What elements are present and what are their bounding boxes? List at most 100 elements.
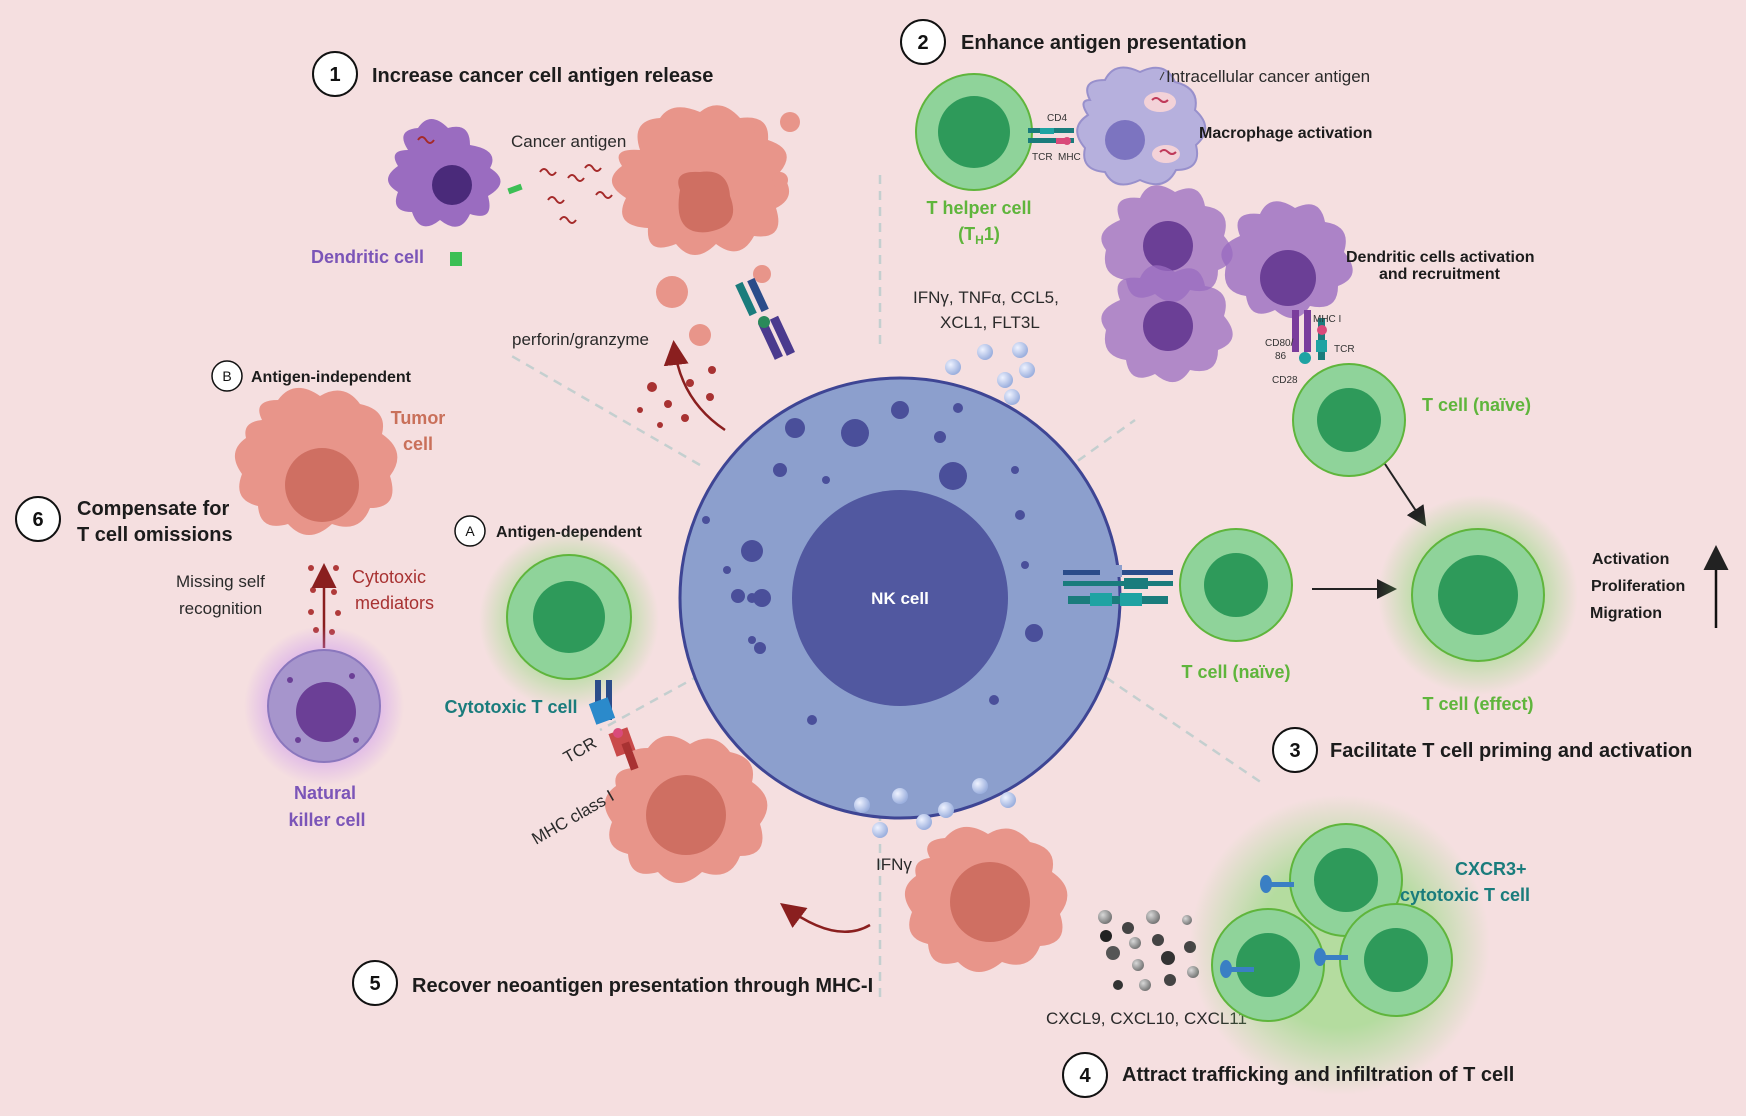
step-2-number: 2 — [917, 32, 928, 54]
dc-activation-line-1: Dendritic cells activation — [1346, 249, 1535, 266]
nk-cell: NK cell — [678, 376, 1122, 820]
sub-b-badge — [211, 360, 243, 392]
step-4-label: Attract trafficking and infiltration of … — [1122, 1064, 1514, 1086]
cd4-label: CD4 — [1047, 113, 1067, 124]
dendritic-cell-small: Dendritic cell — [311, 119, 523, 267]
dendritic-cells-cluster — [1101, 185, 1353, 383]
step-5-badge — [352, 960, 398, 1006]
cd4-tcr-mhc-ii-complex — [1028, 128, 1074, 145]
cxcl-label: CXCL9, CXCL10, CXCL11 — [1046, 1009, 1247, 1028]
nk-receptor-right — [1063, 565, 1173, 606]
intracellular-pointer — [1159, 71, 1165, 81]
chemokine-balls — [1098, 910, 1199, 991]
step-1-number: 1 — [329, 64, 340, 86]
cytokine-balls-top — [945, 342, 1035, 405]
cxcr3-t-cells — [1190, 795, 1490, 1095]
step-6-number: 6 — [32, 509, 43, 531]
dendritic-cell-label: Dendritic cell — [311, 247, 424, 267]
tcr-mhc-i-complex — [588, 680, 639, 771]
step-3-badge — [1272, 727, 1318, 773]
step-4-number: 4 — [1079, 1065, 1091, 1087]
dc-activation-line-2: and recruitment — [1379, 266, 1501, 283]
cd80-label-2: 86 — [1275, 351, 1287, 362]
t-effect-label: T cell (effect) — [1422, 694, 1533, 714]
step-2: 2 Enhance antigen presentation — [900, 19, 1247, 65]
t-cell-naive-mid: T cell (naïve) — [1179, 528, 1293, 682]
cd80-label-1: CD80/ — [1265, 338, 1294, 349]
migration-label: Migration — [1590, 605, 1662, 622]
step-5-label: Recover neoantigen presentation through … — [412, 975, 873, 997]
step-1-badge — [312, 51, 358, 97]
lysed-tumor-cell — [611, 105, 800, 346]
cytokines-line-2: XCL1, FLT3L — [940, 313, 1040, 332]
step-1-label: Increase cancer cell antigen release — [372, 65, 713, 87]
t-helper-label-2: (TH1) — [958, 224, 1000, 247]
nk-receptor-top — [735, 277, 795, 360]
cxcr3-label-2: cytotoxic T cell — [1400, 885, 1530, 905]
tumor-cell-bottom-left — [604, 735, 768, 883]
cd80-cd28-tcr-complex — [1292, 310, 1327, 364]
nk-cell-label: NK cell — [871, 589, 929, 608]
macrophage — [1076, 66, 1207, 186]
missing-self-line-2: recognition — [179, 599, 262, 618]
perforin-arrow — [663, 340, 726, 432]
step-4-badge — [1062, 1052, 1108, 1098]
tumor-cell-bottom-right — [904, 826, 1068, 972]
activation-label: Activation — [1592, 551, 1669, 568]
sub-b-label: Antigen-independent — [251, 369, 412, 386]
step-2-badge — [900, 19, 946, 65]
step-5: 5 Recover neoantigen presentation throug… — [352, 960, 873, 1006]
tumor-label-2: cell — [403, 434, 433, 454]
cxcr3-label-1: CXCR3+ — [1455, 859, 1527, 879]
cytotoxic-t-label: Cytotoxic T cell — [444, 697, 577, 717]
missing-self-line-1: Missing self — [176, 572, 265, 591]
sub-a-letter: A — [465, 523, 475, 539]
intracellular-antigen-label: Intracellular cancer antigen — [1166, 67, 1370, 86]
step-6: 6 Compensate for T cell omissions — [15, 496, 233, 546]
step-1: 1 Increase cancer cell antigen release — [312, 51, 713, 97]
perforin-granules — [637, 356, 716, 428]
tcr-big-label: TCR — [560, 733, 600, 767]
cytotoxic-mediators-line-2: mediators — [355, 593, 434, 613]
tumor-label-1: Tumor — [391, 408, 446, 428]
mhc-i-small-label: MHC I — [1313, 314, 1341, 325]
t-helper-label-1: T helper cell — [926, 198, 1031, 218]
mhc-class-i-label: MHC class I — [528, 786, 617, 848]
tumor-cell-left: Tumor cell — [234, 387, 446, 535]
nat-killer-label-1: Natural — [294, 783, 356, 803]
sub-a-badge — [454, 515, 486, 547]
sub-b-letter: B — [222, 368, 231, 384]
ifng-label: IFNγ — [876, 855, 912, 874]
arrow-naive-to-effect-top — [1384, 463, 1427, 527]
t-naive-top-label: T cell (naïve) — [1422, 395, 1531, 415]
cd28-label: CD28 — [1272, 375, 1298, 386]
step-2-label: Enhance antigen presentation — [961, 32, 1247, 54]
proliferation-label: Proliferation — [1591, 578, 1685, 595]
arrow-recover — [779, 903, 871, 933]
sub-b: B Antigen-independent — [211, 360, 412, 392]
step-6-label-1: Compensate for — [77, 498, 229, 520]
step-6-badge — [15, 496, 61, 542]
cancer-antigen-particles — [417, 136, 613, 224]
t-cell-naive-top: T cell (naïve) — [1292, 363, 1531, 477]
step-3: 3 Facilitate T cell priming and activati… — [1272, 727, 1692, 773]
cytokines-line-1: IFNγ, TNFα, CCL5, — [913, 288, 1059, 307]
step-4: 4 Attract trafficking and infiltration o… — [1062, 1052, 1514, 1098]
t-naive-mid-label: T cell (naïve) — [1181, 662, 1290, 682]
cytotoxic-t-cell: Cytotoxic T cell — [444, 530, 659, 717]
cytotoxic-mediators-line-1: Cytotoxic — [352, 567, 426, 587]
step-3-number: 3 — [1289, 740, 1300, 762]
t-cell-effect: T cell (effect) — [1378, 495, 1578, 714]
tcr-small-label: TCR — [1032, 152, 1053, 163]
step-3-label: Facilitate T cell priming and activation — [1330, 740, 1692, 762]
t-helper-cell: T helper cell (TH1) — [915, 73, 1033, 247]
step-6-label-2: T cell omissions — [77, 524, 233, 546]
cancer-antigen-label: Cancer antigen — [511, 132, 626, 151]
perforin-label: perforin/granzyme — [512, 330, 649, 349]
macrophage-activation-label: Macrophage activation — [1199, 125, 1372, 142]
mhc-ii-label: MHC II — [1058, 152, 1089, 163]
step-5-number: 5 — [369, 973, 380, 995]
tcr-teal-label: TCR — [1334, 344, 1355, 355]
nat-killer-label-2: killer cell — [288, 810, 365, 830]
